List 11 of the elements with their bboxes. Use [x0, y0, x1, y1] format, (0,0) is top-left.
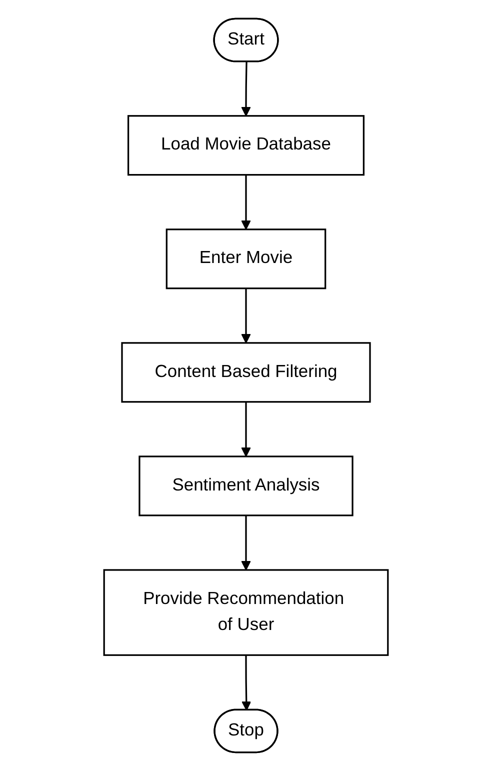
node-box: Content Based Filtering	[121, 342, 371, 403]
node-box: Provide Recommendation of User	[103, 569, 389, 656]
arrow	[241, 174, 251, 230]
arrow	[241, 288, 251, 344]
arrow	[241, 402, 251, 457]
arrow	[241, 62, 251, 116]
arrow	[241, 515, 251, 570]
node-box: Enter Movie	[166, 228, 326, 290]
node-box: Sentiment Analysis	[138, 456, 354, 516]
arrow	[242, 655, 252, 711]
node-box: Load Movie Database	[127, 115, 365, 176]
